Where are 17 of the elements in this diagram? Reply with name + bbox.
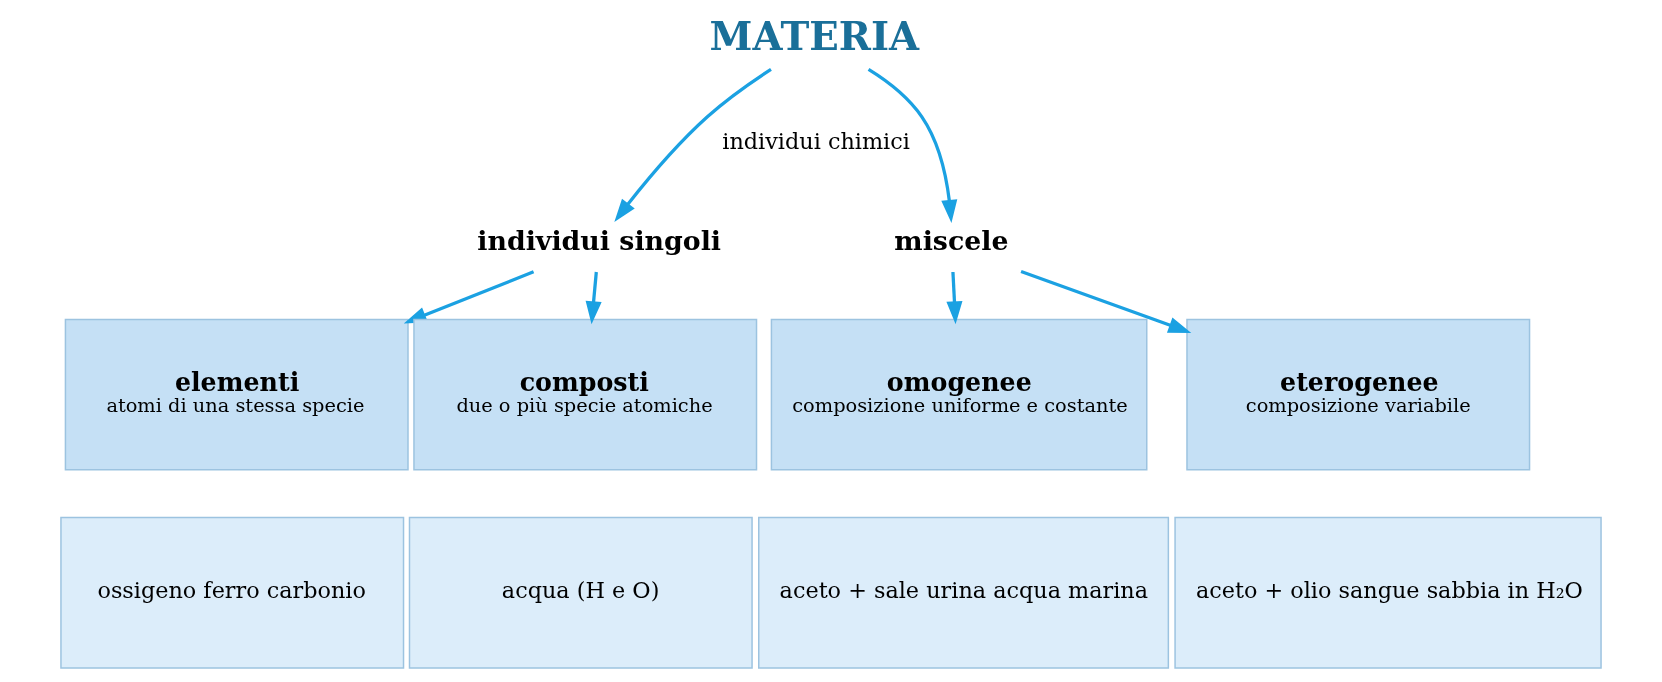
node-box: eterogenee composizione variabile xyxy=(1186,318,1531,471)
node-box: aceto + olio sangue sabbia in H₂O xyxy=(1174,516,1602,669)
arrow xyxy=(614,68,772,222)
node-box: aceto + sale urina acqua marina xyxy=(758,516,1170,669)
node-box: ossigeno ferro carbonio xyxy=(60,516,405,669)
node-box: omogenee composizione uniforme e costante xyxy=(770,318,1148,471)
node-box: elementi atomi di una stessa specie xyxy=(64,318,409,471)
label: individui chimici xyxy=(722,127,910,154)
node-text: miscele xyxy=(894,225,1009,256)
arrow xyxy=(867,68,958,223)
node-box: acqua (H e O) xyxy=(408,516,753,669)
node-box: composti due o più specie atomiche xyxy=(413,318,758,471)
node-text: MATERIA xyxy=(709,13,920,59)
arrow xyxy=(585,271,602,325)
arrow xyxy=(946,271,963,325)
arrow xyxy=(1020,269,1192,333)
node-text: individui singoli xyxy=(477,225,722,256)
